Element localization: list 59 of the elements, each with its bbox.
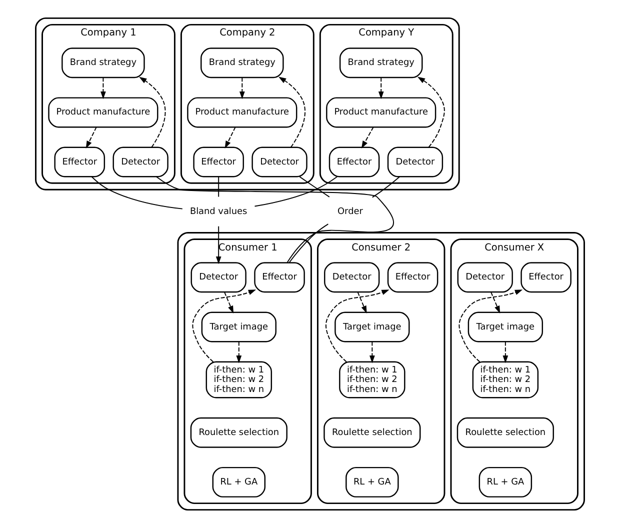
connector: [156, 176, 394, 264]
arrow: [223, 292, 234, 314]
arrow: [238, 77, 244, 100]
node-text: Order: [337, 206, 362, 217]
node-box: if-then: w 1 if-then: w 2 if-then: w n: [338, 361, 405, 398]
node-box: Brand strategy: [200, 48, 284, 78]
arrow: [490, 292, 500, 314]
node-box: RL + GA: [478, 466, 532, 498]
node-box: RL + GA: [345, 466, 398, 498]
connector: [298, 176, 330, 198]
arrow: [85, 126, 96, 149]
arrow: [138, 76, 166, 148]
arrow: [215, 226, 221, 264]
cluster: [34, 17, 460, 190]
node-box: Product manufacture: [48, 97, 158, 128]
node-box: if-then: w 1 if-then: w 2 if-then: w n: [472, 361, 538, 398]
arrow: [458, 290, 522, 362]
arrow: [356, 292, 366, 314]
arrow: [416, 76, 444, 148]
connector: [254, 176, 338, 207]
connector: [218, 176, 219, 198]
arrow: [100, 77, 106, 100]
node-box: Effector: [520, 262, 571, 293]
node-box: Brand strategy: [61, 48, 144, 78]
node-box: RL + GA: [212, 466, 265, 498]
node-box: Product manufacture: [186, 97, 297, 128]
arrow: [224, 126, 236, 149]
arrow: [378, 77, 384, 100]
node-box: Detector: [112, 146, 168, 178]
node-box: Detector: [386, 146, 443, 178]
node-box: Detector: [324, 262, 380, 293]
arrow: [360, 126, 374, 148]
connector: [371, 176, 400, 198]
node-box: Effector: [386, 262, 438, 293]
node-box: Target image: [200, 312, 276, 342]
node-box: Effector: [254, 262, 304, 293]
node-box: Roulette selection: [190, 417, 287, 448]
node-box: Target image: [334, 312, 410, 342]
connector: [288, 224, 328, 263]
arrow: [502, 341, 508, 364]
arrow: [278, 76, 305, 148]
node-box: Target image: [467, 312, 542, 342]
node-box: Detector: [456, 262, 512, 293]
arrow: [368, 341, 374, 364]
node-box: Brand strategy: [338, 48, 422, 78]
arrow: [192, 290, 256, 362]
node-text: Bland values: [189, 206, 247, 217]
node-box: Product manufacture: [326, 97, 436, 128]
node-box: Effector: [328, 146, 380, 178]
node-box: Roulette selection: [456, 417, 554, 448]
node-box: Effector: [54, 146, 105, 178]
node-box: if-then: w 1 if-then: w 2 if-then: w n: [205, 361, 272, 398]
arrow: [325, 290, 389, 362]
node-box: Effector: [192, 146, 244, 178]
cluster: [176, 232, 584, 511]
arrow: [236, 341, 242, 364]
node-box: Detector: [251, 146, 307, 178]
node-box: Detector: [190, 262, 246, 293]
node-box: Roulette selection: [323, 417, 420, 448]
